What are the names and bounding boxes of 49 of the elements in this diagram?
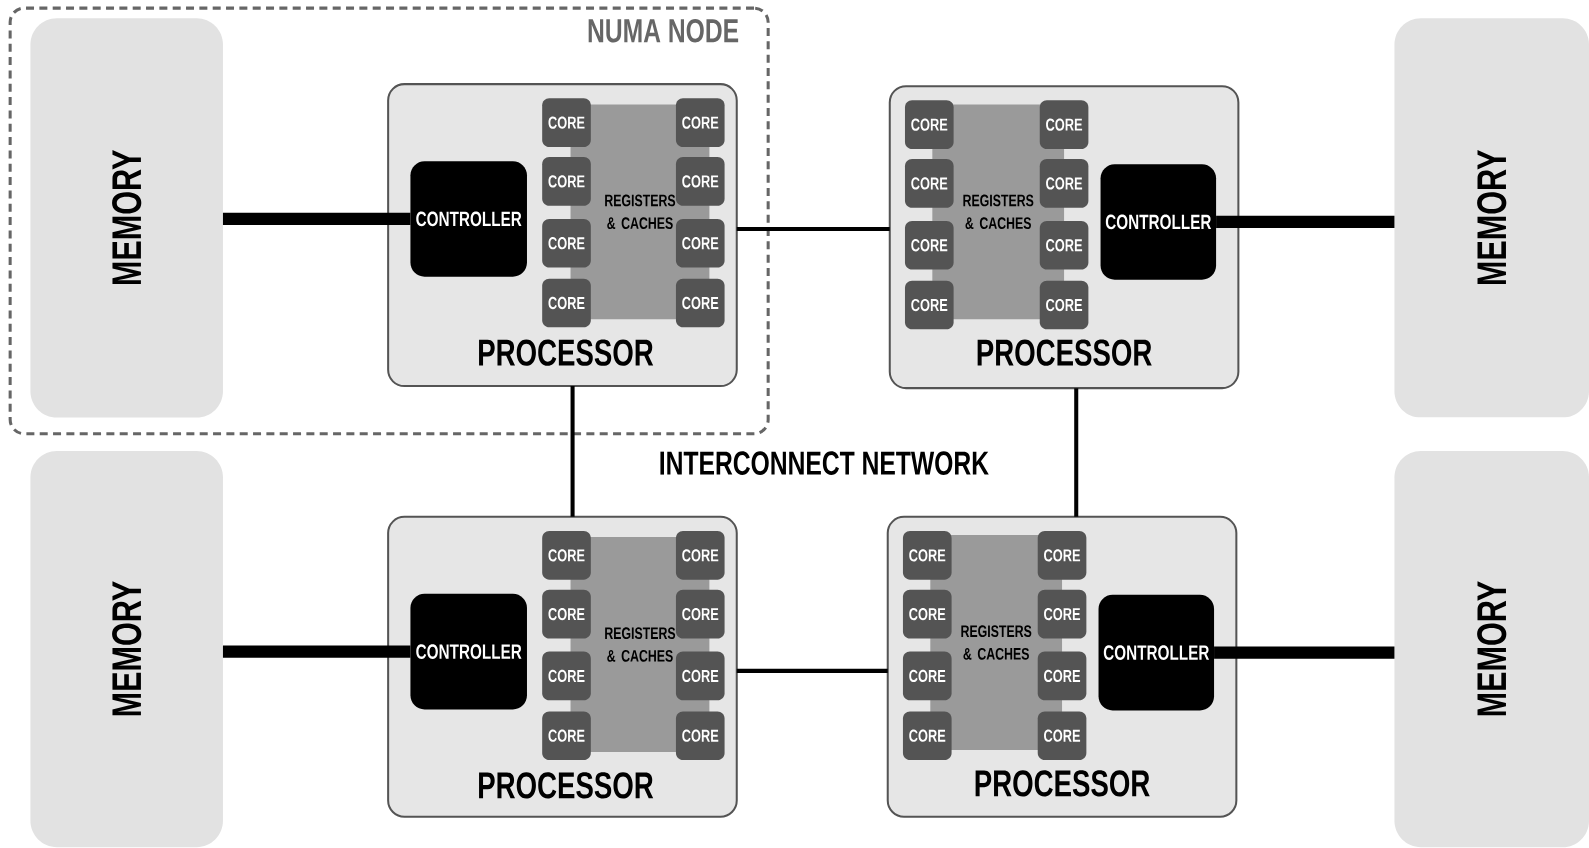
core-box: CORE	[1037, 711, 1087, 760]
core-box: CORE	[542, 98, 591, 147]
memory-bus-line	[222, 212, 411, 225]
core-box: CORE	[675, 218, 725, 268]
core-box: CORE	[904, 280, 954, 330]
memory-bus-line	[1216, 215, 1395, 228]
core-box: CORE	[542, 711, 591, 760]
core-box: CORE	[1039, 220, 1089, 270]
core-box: CORE	[902, 651, 952, 701]
core-box: CORE	[542, 278, 591, 328]
core-box: CORE	[904, 220, 954, 270]
core-box: CORE	[675, 711, 725, 760]
controller-box: CONTROLLER	[1100, 164, 1217, 280]
core-box: CORE	[1039, 159, 1089, 208]
interconnect-line	[1074, 388, 1079, 517]
controller-box: CONTROLLER	[410, 593, 527, 710]
core-box: CORE	[902, 530, 952, 580]
core-box: CORE	[542, 589, 591, 639]
core-box: CORE	[675, 589, 725, 639]
core-box: CORE	[675, 157, 725, 206]
core-box: CORE	[902, 589, 952, 639]
core-box: CORE	[675, 278, 725, 328]
core-box: CORE	[902, 711, 952, 760]
core-box: CORE	[675, 98, 725, 147]
memory-bus-line	[222, 645, 411, 658]
memory-block: MEMORY	[30, 18, 223, 418]
interconnect-line	[736, 668, 888, 673]
memory-block: MEMORY	[1394, 450, 1589, 848]
interconnect-line	[736, 226, 890, 231]
memory-bus-line	[1214, 646, 1395, 659]
core-box: CORE	[542, 218, 591, 268]
core-box: CORE	[542, 651, 591, 701]
core-box: CORE	[1039, 100, 1089, 149]
memory-block: MEMORY	[1394, 18, 1589, 418]
core-box: CORE	[904, 100, 954, 149]
core-box: CORE	[1037, 530, 1087, 580]
interconnect-label: INTERCONNECT NETWORK	[660, 451, 989, 475]
controller-box: CONTROLLER	[410, 161, 527, 277]
core-box: CORE	[1037, 589, 1087, 639]
core-box: CORE	[542, 157, 591, 206]
core-box: CORE	[542, 530, 591, 580]
memory-block: MEMORY	[30, 450, 223, 848]
core-box: CORE	[1039, 280, 1089, 330]
core-box: CORE	[675, 530, 725, 580]
core-box: CORE	[675, 651, 725, 701]
controller-box: CONTROLLER	[1098, 594, 1215, 711]
interconnect-line	[570, 386, 575, 517]
core-box: CORE	[904, 159, 954, 208]
core-box: CORE	[1037, 651, 1087, 701]
